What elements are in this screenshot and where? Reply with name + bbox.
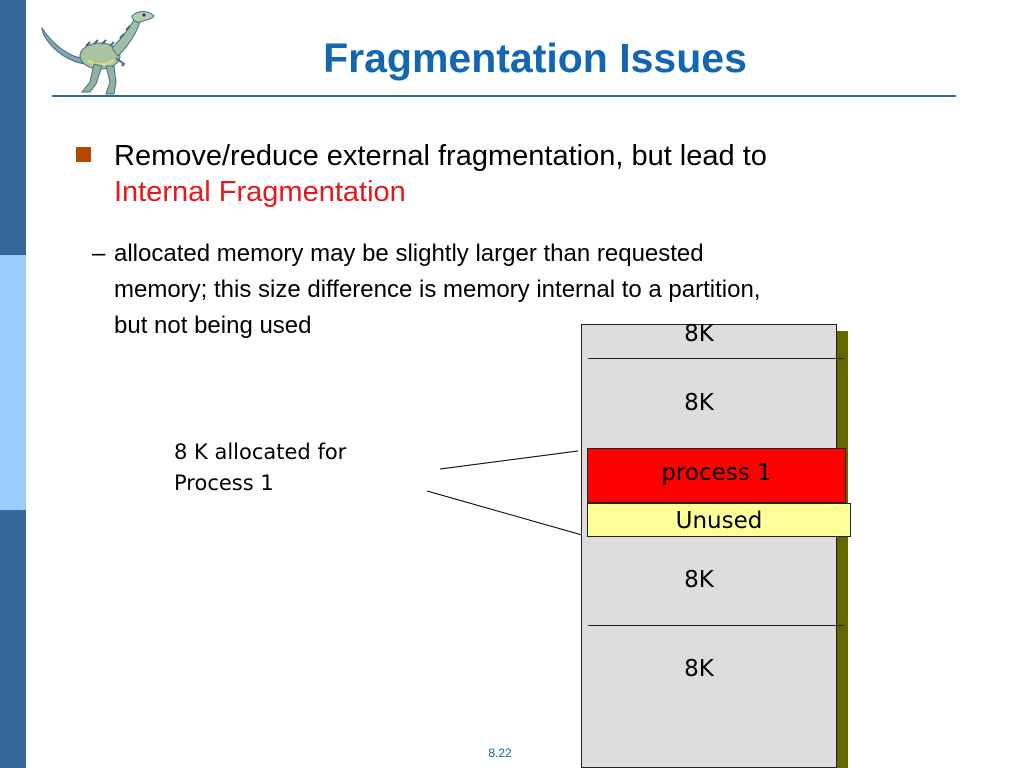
memory-block-2-label: 8K: [684, 390, 714, 416]
unused-block: Unused: [587, 503, 851, 537]
slide-title: Fragmentation Issues: [323, 35, 747, 81]
memory-block-1-label: 8K: [684, 321, 714, 347]
main-bullet-highlight: Internal Fragmentation: [114, 176, 406, 208]
bullet-square-icon: [76, 147, 91, 162]
memory-divider-1: [588, 358, 844, 359]
main-bullet-text: Remove/reduce external fragmentation, bu…: [114, 140, 767, 172]
sub-bullet-line-3: but not being used: [114, 312, 312, 339]
sub-bullet-line-1: –allocated memory may be slightly larger…: [92, 236, 892, 272]
sub-bullet-line-1-text: allocated memory may be slightly larger …: [114, 240, 704, 267]
left-color-bar: [0, 0, 26, 768]
memory-divider-2: [588, 625, 844, 626]
sub-bullet: –allocated memory may be slightly larger…: [92, 236, 892, 344]
sub-bullet-dash: –: [92, 240, 106, 267]
memory-block-4-label: 8K: [684, 656, 714, 682]
title-divider: [52, 95, 956, 97]
dinosaur-logo-icon: [41, 11, 155, 95]
callout-line-lower: [426, 490, 583, 536]
allocation-label-line-2: Process 1: [174, 471, 274, 495]
sub-bullet-line-2: memory; this size difference is memory i…: [114, 276, 761, 303]
memory-block-3-label: 8K: [684, 567, 714, 593]
left-bar-bottom-segment: [0, 510, 26, 768]
main-bullet: Remove/reduce external fragmentation, bu…: [114, 138, 914, 210]
memory-column: [581, 324, 837, 768]
left-bar-middle-segment: [0, 255, 26, 510]
left-bar-top-segment: [0, 0, 26, 255]
callout-line-upper: [439, 450, 579, 470]
page-number: 8.22: [488, 746, 512, 760]
allocation-label-line-1: 8 K allocated for: [174, 440, 347, 464]
allocation-label: 8 K allocated for Process 1: [174, 437, 414, 499]
process-1-block: process 1: [587, 448, 846, 503]
